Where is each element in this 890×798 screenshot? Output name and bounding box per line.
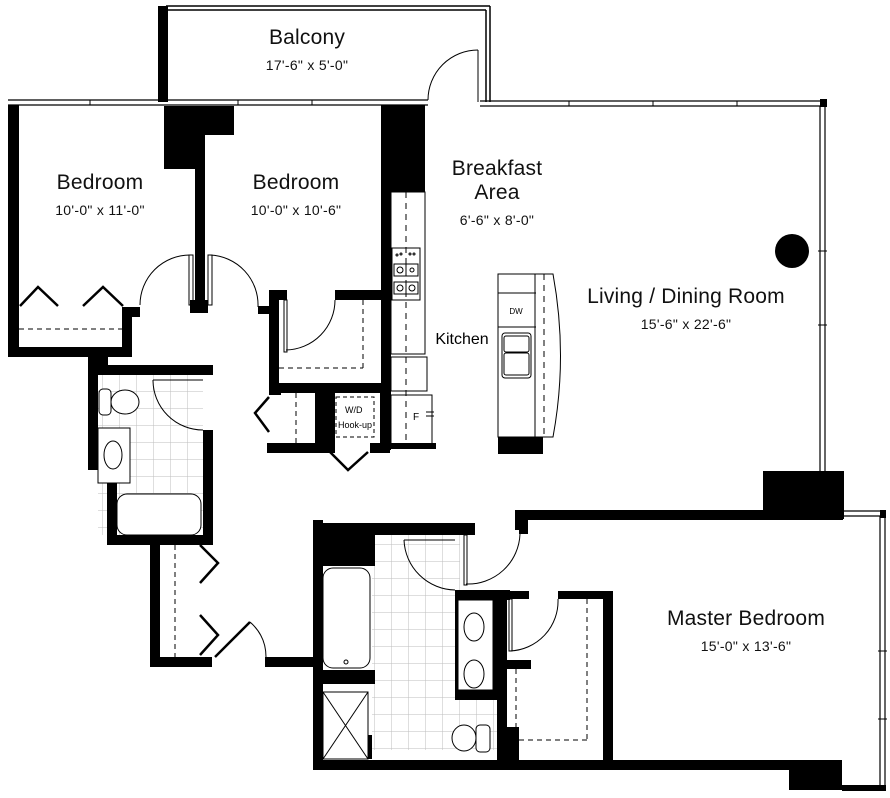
fridge-label: F — [413, 412, 419, 423]
room-dimensions: 15'-0" x 13'-6" — [700, 638, 792, 654]
kitchen-counter — [390, 191, 434, 446]
master-bedroom-walls — [465, 471, 887, 791]
room-name: Bedroom — [252, 171, 340, 194]
bedroom-doors — [139, 254, 259, 308]
cooktop-icon — [391, 247, 421, 301]
master-bathroom — [298, 523, 519, 770]
room-dimensions: 17'-6" x 5'-0" — [265, 57, 349, 73]
room-dimensions: 15'-6" x 22'-6" — [640, 316, 732, 332]
column-icon — [775, 234, 809, 268]
dishwasher-label: DW — [509, 307, 523, 316]
room-dimensions: 10'-0" x 11'-0" — [55, 202, 145, 218]
room-name: Balcony — [268, 26, 346, 49]
balcony-door — [427, 49, 479, 102]
room-dimensions: 6'-6" x 8'-0" — [459, 212, 535, 228]
washer-dryer-label: W/D Hook-up — [338, 405, 372, 430]
room-name: Breakfast Area — [451, 157, 543, 204]
kitchen-label: Kitchen — [435, 331, 488, 348]
room-name: Living / Dining Room — [587, 285, 785, 308]
room-label-bedroom-1: Bedroom 10'-0" x 11'-0" — [55, 171, 145, 219]
bedroom-2-closet — [269, 290, 389, 393]
kitchen-island — [497, 273, 561, 438]
room-label-breakfast-area: Breakfast Area 6'-6" x 8'-0" — [452, 157, 543, 229]
bedroom-1-closet-doors — [19, 285, 124, 330]
room-dimensions: 10'-0" x 10'-6" — [250, 202, 342, 218]
bedroom-divider-wall — [164, 106, 234, 313]
bathroom-1 — [88, 355, 213, 545]
room-name: Bedroom — [56, 171, 144, 194]
window-wall-right — [818, 106, 827, 472]
room-label-living-dining: Living / Dining Room 15'-6" x 22'-6" — [587, 285, 785, 333]
room-label-master-bedroom: Master Bedroom 15'-0" x 13'-6" — [667, 607, 825, 655]
room-name: Master Bedroom — [666, 607, 826, 630]
room-label-bedroom-2: Bedroom 10'-0" x 10'-6" — [251, 171, 342, 219]
hall-closet — [150, 544, 317, 667]
bedroom-1-walls — [8, 105, 140, 357]
laundry-area: W/D Hook-up — [253, 383, 390, 472]
window-wall-top — [8, 99, 826, 107]
room-label-balcony: Balcony 17'-6" x 5'-0" — [266, 26, 349, 74]
balcony-outline — [158, 5, 491, 102]
